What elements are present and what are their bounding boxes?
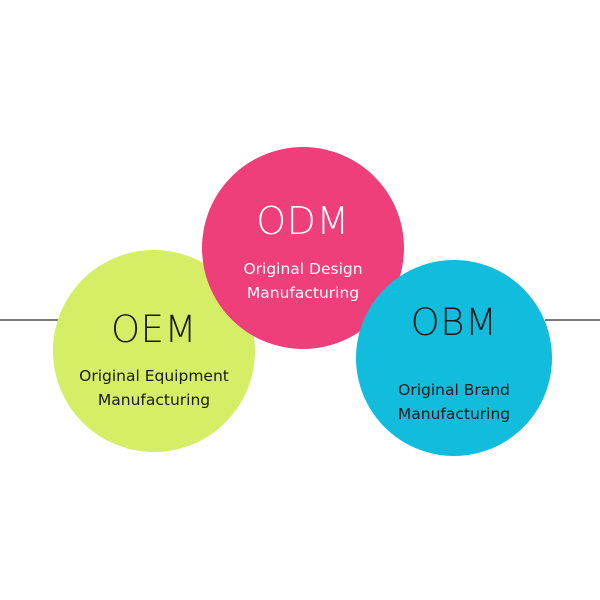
oem-description: Original Equipment Manufacturing [53,364,255,412]
obm-abbreviation: OBM [410,301,498,344]
odm-description-line2: Manufacturing [246,284,360,302]
oem-description-line1: Original Equipment [79,367,229,385]
connector-line-left [0,319,60,321]
oem-description-line2: Manufacturing [97,391,211,409]
obm-circle: OBM Original Brand Manufacturing [356,260,552,456]
odm-description: Original Design Manufacturing [202,257,404,305]
oem-abbreviation: OEM [111,308,197,351]
odm-description-line1: Original Design [243,260,363,278]
obm-description: Original Brand Manufacturing [356,378,552,426]
obm-description-line1: Original Brand [398,381,510,399]
obm-description-line2: Manufacturing [397,405,511,423]
connector-line-right [545,319,600,321]
odm-abbreviation: ODM [256,199,350,243]
